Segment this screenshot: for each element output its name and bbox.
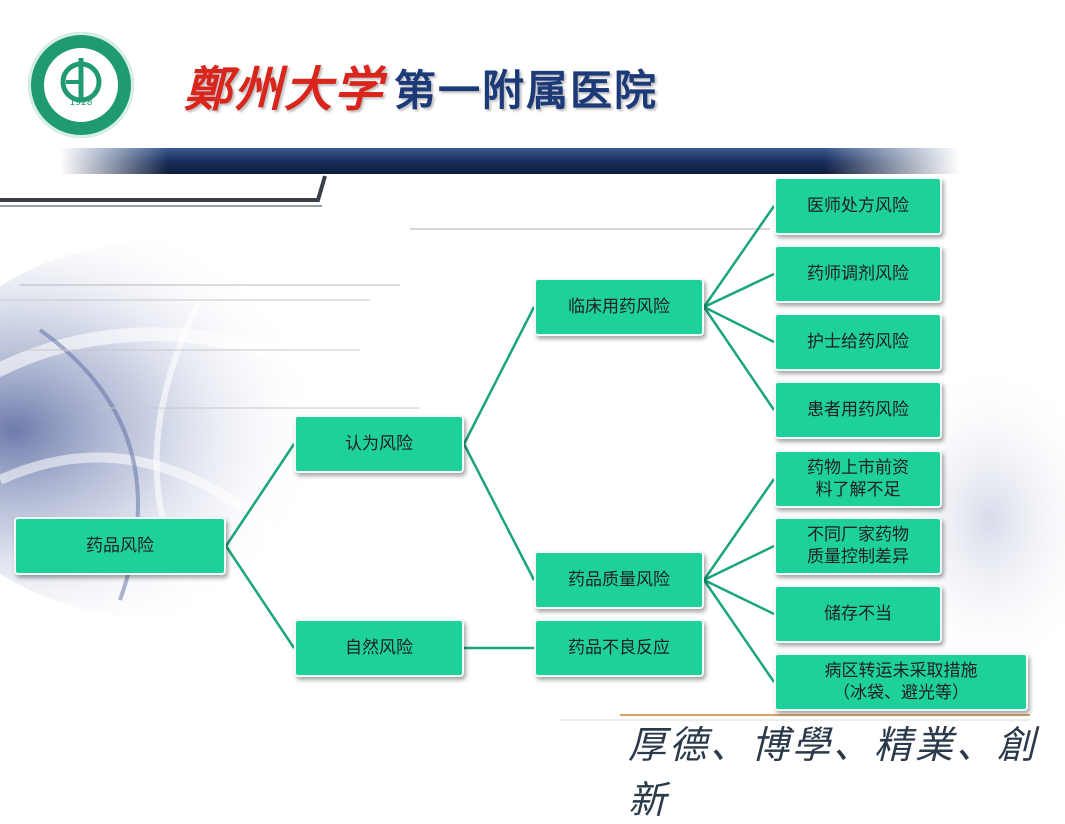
level2-node-quality-risk: 药品质量风险	[534, 551, 704, 609]
level1-node-natural-risk: 自然风险	[294, 619, 464, 677]
hospital-logo: 1928	[28, 32, 134, 138]
logo-emblem: 1928	[44, 48, 118, 122]
level2-node-clinical-risk: 临床用药风险	[534, 278, 704, 336]
conn-root-natural	[224, 545, 296, 649]
conn-quality-storage	[703, 578, 775, 616]
leaf-node-nurse-administration: 护士给药风险	[774, 313, 942, 371]
level2-node-adverse-reaction: 药品不良反应	[534, 619, 704, 677]
leaf-node-premarket-info: 药物上市前资 料了解不足	[774, 450, 942, 508]
conn-quality-manufacturer	[703, 544, 775, 582]
header-title: 鄭州大学 第一附属医院	[184, 56, 658, 120]
conn-root-human	[224, 443, 296, 547]
leaf-node-ward-transport: 病区转运未采取措施 （冰袋、避光等）	[774, 653, 1028, 711]
caduceus-icon	[60, 58, 102, 103]
conn-quality-premarket	[702, 478, 776, 581]
conn-quality-transport	[702, 579, 776, 683]
conn-clinical-physician	[702, 205, 776, 308]
conn-human-clinical	[462, 306, 536, 445]
leaf-node-patient-medication: 患者用药风险	[774, 381, 942, 439]
conn-human-quality	[462, 443, 536, 581]
conn-clinical-nurse	[703, 305, 775, 344]
level1-node-human-risk: 认为风险	[294, 415, 464, 473]
university-name: 鄭州大学	[184, 62, 385, 118]
leaf-node-physician-prescription: 医师处方风险	[774, 177, 942, 235]
diagram-connectors	[224, 205, 776, 683]
logo-year: 1928	[69, 98, 93, 108]
leaf-node-improper-storage: 储存不当	[774, 585, 942, 643]
conn-clinical-pharmacist	[703, 272, 775, 309]
leaf-node-pharmacist-dispensing: 药师调剂风险	[774, 245, 942, 303]
leaf-node-manufacturer-qc: 不同厂家药物 质量控制差异	[774, 517, 942, 575]
conn-clinical-patient	[702, 306, 776, 411]
hospital-motto: 厚德、博學、精業、創新	[628, 723, 1039, 822]
root-node-drug-risk: 药品风险	[14, 517, 226, 575]
hospital-name: 第一附属医院	[394, 66, 659, 115]
